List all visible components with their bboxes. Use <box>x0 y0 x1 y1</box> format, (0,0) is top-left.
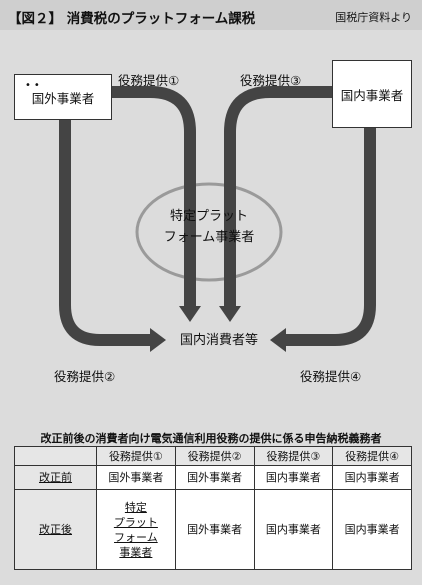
platform-cell-line: 事業者 <box>119 545 153 559</box>
overseas-business-label: 国外事業者 <box>31 90 95 106</box>
table-cell: 国外事業者 <box>174 465 255 490</box>
table-header-service-1: 役務提供① <box>96 446 176 466</box>
table-header-service-4: 役務提供④ <box>332 446 412 466</box>
domestic-consumer-label: 国内消費者等 <box>179 333 258 348</box>
table-header-service-3: 役務提供③ <box>253 446 334 466</box>
label-service-4: 役務提供④ <box>300 369 362 384</box>
domestic-business-label: 国内事業者 <box>340 87 404 103</box>
comparison-table: 役務提供① 役務提供② 役務提供③ 役務提供④ 改正前 国外事業者 国外事業者 … <box>14 446 412 570</box>
arrow-service-2 <box>59 110 150 346</box>
arrow-service-1 <box>112 86 196 306</box>
arrow-service-1-head <box>179 306 201 322</box>
table-row: 改正後 特定 プラット フォーム 事業者 国外事業者 国内事業者 国内事業者 <box>14 489 412 570</box>
figure-title: 【図２】 消費税のプラットフォーム課税 <box>8 11 256 27</box>
arrow-service-3-head <box>219 306 241 322</box>
table-cell-platform: 特定 プラット フォーム 事業者 <box>96 489 176 570</box>
platform-label-line1: 特定プラット <box>169 209 248 224</box>
table-row: 改正前 国外事業者 国外事業者 国内事業者 国内事業者 <box>14 465 412 490</box>
table-header-corner <box>14 446 97 466</box>
overseas-dots: •• <box>25 80 43 91</box>
figure-header: 【図２】 消費税のプラットフォーム課税 国税庁資料より <box>0 0 422 30</box>
platform-label: 特定プラット フォーム事業者 <box>150 206 268 248</box>
platform-diagram: •• 国外事業者 国内事業者 役務提供① 役務提供③ 特定プラット フォーム事業… <box>0 30 422 422</box>
arrow-service-4-head <box>270 328 286 352</box>
label-service-3: 役務提供③ <box>240 73 302 88</box>
figure-source: 国税庁資料より <box>335 11 412 24</box>
platform-label-line2: フォーム事業者 <box>163 230 255 245</box>
table-cell: 国外事業者 <box>96 465 176 490</box>
overseas-business-box: •• 国外事業者 <box>14 74 112 120</box>
table-cell: 国内事業者 <box>253 465 334 490</box>
label-service-2: 役務提供② <box>54 369 116 384</box>
row-label-after: 改正後 <box>14 489 97 570</box>
platform-cell-line: 特定 <box>124 500 147 514</box>
diagram-arrows <box>59 86 376 352</box>
arrow-service-4 <box>286 110 376 346</box>
table-cell: 国外事業者 <box>174 489 255 570</box>
domestic-business-box: 国内事業者 <box>332 60 412 128</box>
table-header-row: 役務提供① 役務提供② 役務提供③ 役務提供④ <box>14 446 412 466</box>
label-service-1: 役務提供① <box>118 73 180 88</box>
platform-cell-line: フォーム <box>114 530 158 544</box>
platform-cell-line: プラット <box>113 515 158 529</box>
arrow-service-3 <box>224 86 334 306</box>
table-caption: 改正前後の消費者向け電気通信利用役務の提供に係る申告納税義務者 <box>40 432 382 445</box>
arrow-service-2-head <box>150 328 166 352</box>
row-label-before: 改正前 <box>14 465 97 490</box>
table-cell: 国内事業者 <box>332 489 412 570</box>
table-cell: 国内事業者 <box>332 465 412 490</box>
table-cell: 国内事業者 <box>253 489 334 570</box>
table-header-service-2: 役務提供② <box>174 446 255 466</box>
platform-ellipse <box>135 182 283 282</box>
